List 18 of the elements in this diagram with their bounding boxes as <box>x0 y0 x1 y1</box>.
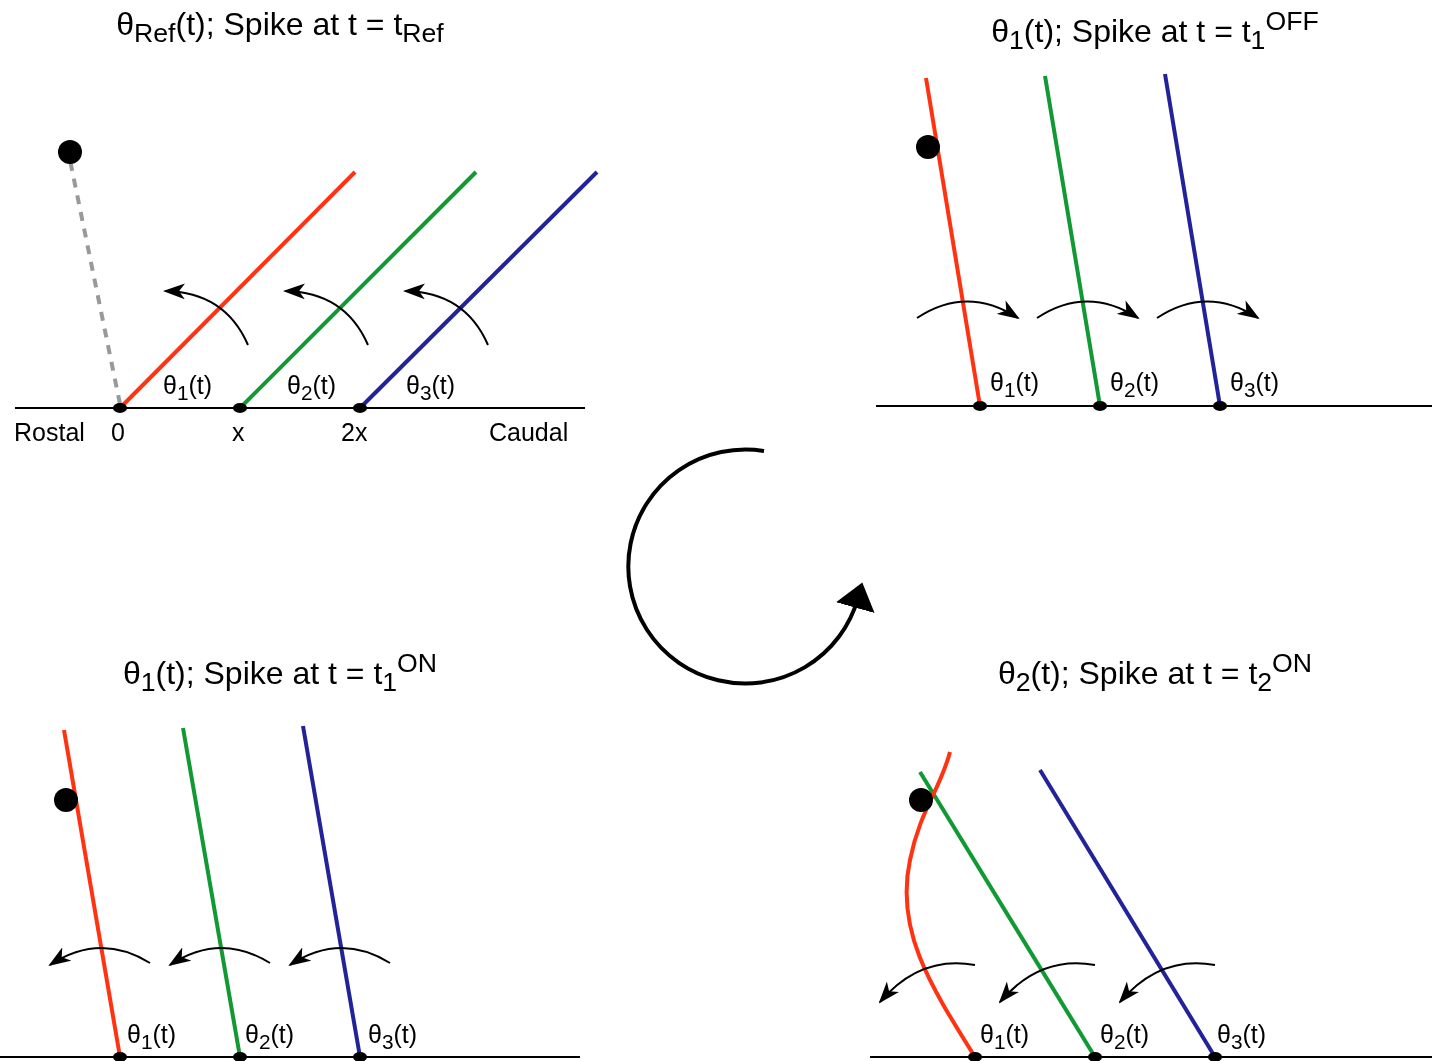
angle-label: θ$_{3}$(t) <box>1217 1022 1267 1053</box>
angle-label: θ$_{1}$(t) <box>163 373 213 404</box>
axis-label: Rostal <box>14 420 85 445</box>
axis-label: 2x <box>341 420 368 445</box>
angle-label: θ$_{2}$(t) <box>287 373 337 404</box>
angle-label: θ$_{3}$(t) <box>1230 370 1280 401</box>
angle-label: θ$_{1}$(t) <box>127 1022 177 1053</box>
axis-label: 0 <box>111 420 125 445</box>
angle-label: θ$_{2}$(t) <box>1100 1022 1150 1053</box>
angle-label: θ$_{3}$(t) <box>368 1022 418 1053</box>
angle-label: θ$_{1}$(t) <box>990 370 1040 401</box>
panel-title: θ$_{Ref}$(t); Spike at t = t$_{Ref}$ <box>116 8 444 48</box>
angle-label: θ$_{2}$(t) <box>1110 370 1160 401</box>
axis-label: x <box>232 420 245 445</box>
angle-label: θ$_{1}$(t) <box>980 1022 1030 1053</box>
angle-label: θ$_{2}$(t) <box>245 1022 295 1053</box>
angle-label: θ$_{3}$(t) <box>406 373 456 404</box>
axis-label: Caudal <box>489 420 569 445</box>
